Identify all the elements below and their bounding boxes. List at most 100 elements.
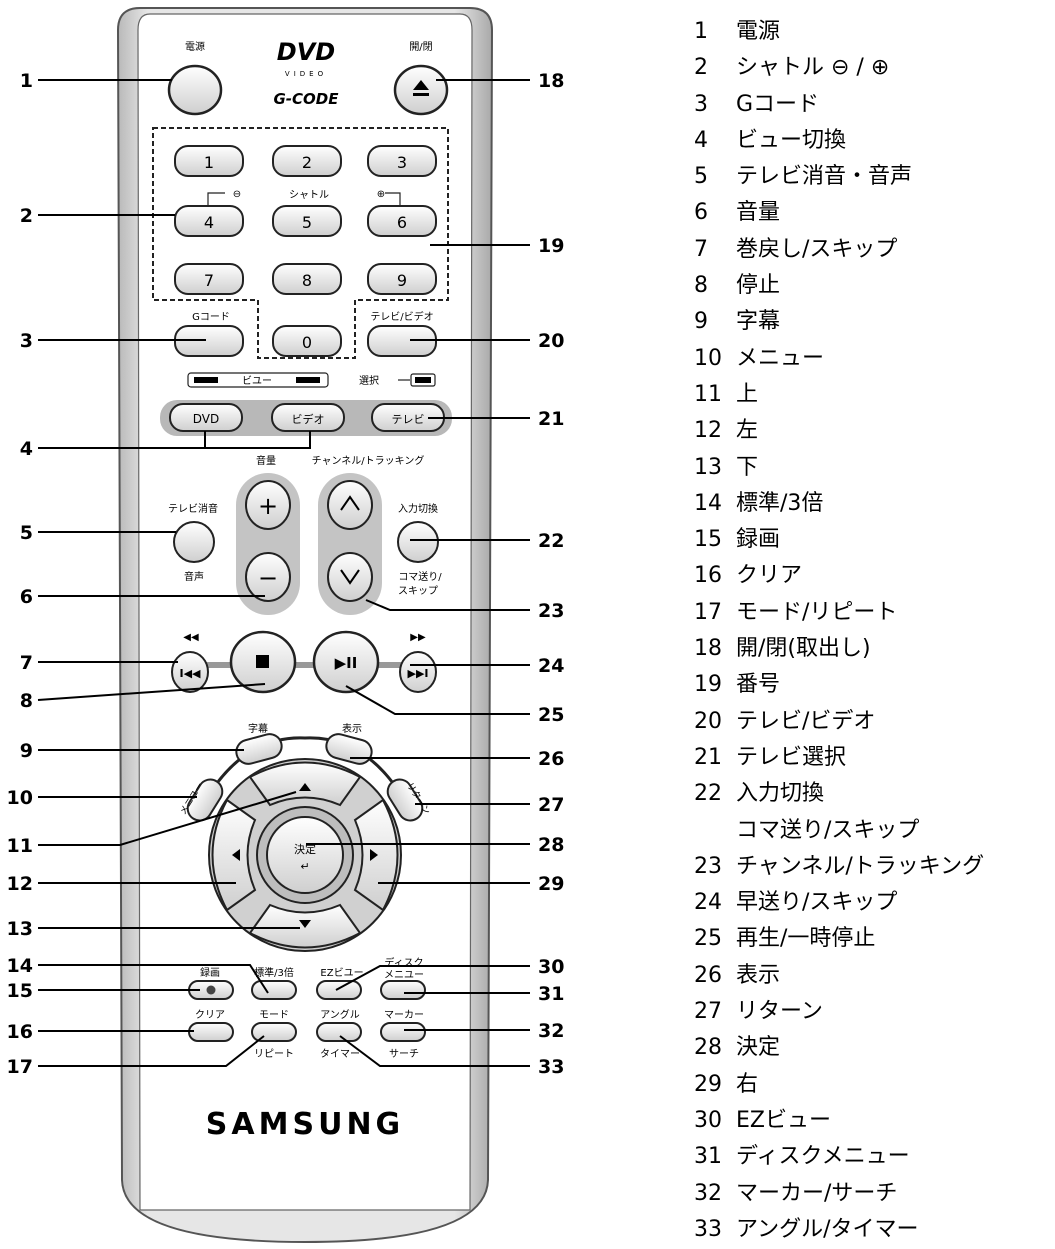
legend-number: 6 — [694, 200, 708, 226]
enter-button[interactable] — [266, 816, 344, 894]
number-key-1[interactable]: 1 — [174, 145, 244, 177]
legend-text: ビュー切換 — [736, 127, 847, 153]
callout-19: 19 — [538, 235, 564, 257]
frame-skip-label-2: スキップ — [398, 585, 438, 597]
callout-25: 25 — [538, 704, 564, 726]
callout-5: 5 — [20, 522, 33, 544]
tv-mode-button[interactable]: テレビ — [371, 403, 445, 432]
fast-forward-marker-icon: ▶▶ — [410, 632, 426, 643]
enter-icon: ↵ — [300, 860, 309, 873]
legend-item: 4 ビュー切換 — [694, 123, 984, 159]
legend-number: 18 — [694, 636, 722, 662]
volume-up-button[interactable] — [245, 480, 291, 530]
up-arrow-icon — [299, 783, 311, 791]
volume-down-button[interactable] — [245, 552, 291, 602]
power-label: 電源 — [185, 40, 205, 53]
marker-search-button[interactable] — [380, 1022, 426, 1042]
legend-text: 上 — [736, 381, 759, 407]
legend-text: 表示 — [736, 962, 781, 988]
legend-number: 4 — [694, 127, 708, 153]
legend-text: 字幕 — [736, 309, 781, 335]
dvd-logo: DVD — [277, 38, 335, 66]
clear-button[interactable] — [188, 1022, 234, 1042]
number-key-0[interactable]: 0 — [272, 325, 342, 357]
legend-item: 28 決定 — [694, 1030, 984, 1066]
subtitle-button[interactable] — [234, 731, 285, 766]
callout-18: 18 — [538, 70, 564, 92]
number-key-4[interactable]: 4 — [174, 205, 244, 237]
number-key-5[interactable]: 5 — [272, 205, 342, 237]
number-key-9[interactable]: 9 — [367, 263, 437, 295]
number-key-2[interactable]: 2 — [272, 145, 342, 177]
tv-mute-button[interactable] — [173, 521, 215, 563]
legend-number: 3 — [694, 91, 708, 117]
standard-button[interactable] — [251, 980, 297, 1000]
legend-number: 24 — [694, 890, 722, 916]
video-mode-button[interactable]: ビデオ — [271, 403, 345, 432]
ez-view-button[interactable] — [316, 980, 362, 1000]
legend-number: 29 — [694, 1071, 722, 1097]
legend-number: 19 — [694, 672, 722, 698]
number-key-7[interactable]: 7 — [174, 263, 244, 295]
channel-down-button[interactable] — [327, 552, 373, 602]
legend-number: 26 — [694, 962, 722, 988]
menu-button[interactable] — [183, 775, 227, 825]
callout-21: 21 — [538, 408, 564, 430]
mode-repeat-button[interactable] — [251, 1022, 297, 1042]
marker-label: マーカー — [384, 1009, 424, 1021]
input-label: 入力切換 — [398, 502, 438, 515]
number-key-label: 4 — [204, 213, 214, 232]
skip-back-button[interactable] — [171, 651, 209, 693]
return-button[interactable] — [383, 775, 427, 825]
legend-number: 10 — [694, 345, 722, 371]
number-key-label: 9 — [397, 271, 407, 290]
legend-number: 9 — [694, 309, 708, 335]
callout-32: 32 — [538, 1020, 564, 1042]
legend-number: 32 — [694, 1180, 722, 1206]
dvd-mode-button[interactable]: DVD — [169, 403, 243, 432]
callout-lines-left — [37, 79, 311, 1067]
callout-12: 12 — [7, 873, 33, 895]
legend-text: 音量 — [736, 200, 781, 226]
legend-number: 28 — [694, 1035, 722, 1061]
legend-number: 23 — [694, 853, 722, 879]
number-key-label: 1 — [204, 153, 214, 172]
number-key-6[interactable]: 6 — [367, 205, 437, 237]
skip-forward-icon: ▶▶I — [407, 667, 428, 680]
input-button[interactable] — [397, 521, 439, 563]
number-key-8[interactable]: 8 — [272, 263, 342, 295]
skip-forward-button[interactable] — [399, 651, 437, 693]
callout-33: 33 — [538, 1056, 564, 1078]
view-label: ビユー — [242, 375, 272, 387]
legend-number: 11 — [694, 381, 722, 407]
legend-text: テレビ消音・音声 — [736, 164, 913, 190]
disc-menu-button[interactable] — [380, 980, 426, 1000]
power-button[interactable] — [167, 64, 223, 116]
legend-text: 下 — [736, 454, 759, 480]
record-dot-icon — [206, 985, 216, 995]
display-label: 表示 — [342, 722, 362, 735]
play-pause-button[interactable] — [312, 630, 380, 694]
channel-up-button[interactable] — [327, 480, 373, 530]
number-key-3[interactable]: 3 — [367, 145, 437, 177]
stop-icon — [256, 655, 269, 668]
legend-number: 31 — [694, 1144, 722, 1170]
record-button[interactable] — [188, 980, 234, 1000]
legend-text: 再生/一時停止 — [736, 926, 876, 952]
tv-video-label: テレビ/ビデオ — [370, 310, 433, 323]
legend-text: 決定 — [736, 1035, 781, 1061]
number-key-label: 2 — [302, 153, 312, 172]
display-button[interactable] — [324, 731, 375, 766]
legend-number: 33 — [694, 1216, 722, 1242]
callout-31: 31 — [538, 983, 564, 1005]
legend-number: 7 — [694, 236, 708, 262]
angle-timer-button[interactable] — [316, 1022, 362, 1042]
number-key-label: 6 — [397, 213, 407, 232]
